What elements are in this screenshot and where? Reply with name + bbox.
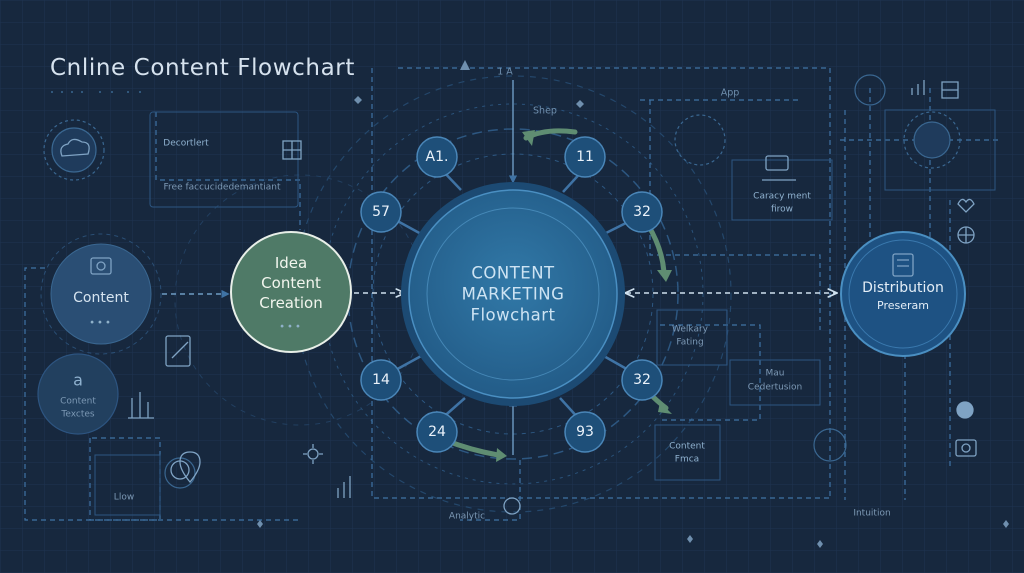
number-node-label: 32	[633, 204, 651, 220]
capacity-label-2: firow	[770, 204, 794, 215]
number-node-circle[interactable]	[416, 411, 458, 453]
idea-node-dots: •••	[279, 321, 303, 333]
number-node-circle[interactable]	[621, 191, 663, 233]
welkary-label-1: Welkary	[671, 324, 709, 335]
number-node-label: A1.	[425, 149, 449, 165]
content-node-dots: •••	[89, 317, 113, 329]
welkary-label-2: Fating	[676, 337, 704, 348]
content-tracks-label-1: Content	[60, 396, 96, 407]
number-node-circle[interactable]	[621, 359, 663, 401]
capacity-label-1: Caracy ment	[753, 191, 811, 202]
center-node[interactable]	[401, 182, 625, 406]
top-label: 1 A	[497, 66, 513, 78]
number-node-label: 93	[576, 424, 594, 440]
number-node-circle[interactable]	[360, 359, 402, 401]
content-fmca-label-1: Content	[669, 441, 705, 452]
idea-node[interactable]	[230, 231, 352, 353]
content-node[interactable]	[40, 233, 162, 355]
number-node-label: 11	[576, 149, 594, 165]
content-fmca-label-2: Fmca	[674, 454, 700, 465]
main-arrows	[162, 80, 836, 455]
shop-label: Shep	[533, 105, 557, 117]
number-node-label: 32	[633, 372, 651, 388]
text-a-icon: a	[73, 370, 83, 390]
law-label: Llow	[113, 492, 135, 503]
app-label: App	[720, 87, 740, 99]
cloud-chat-icon	[43, 119, 105, 181]
page-title: Cnline Content Flowchart	[50, 55, 355, 81]
number-node-label: 14	[372, 372, 390, 388]
decorlet-label: Decortlert	[163, 138, 209, 149]
content-tracks-label-2: Texctes	[61, 409, 95, 420]
distribution-node[interactable]	[840, 231, 966, 357]
number-node-label: 24	[428, 424, 446, 440]
number-node-circle[interactable]	[360, 191, 402, 233]
decor-icons	[60, 80, 977, 515]
free-text-label: Free faccucidedemantiant	[163, 182, 281, 193]
number-node-circle[interactable]	[564, 136, 606, 178]
mau-label-1: Mau	[765, 368, 785, 379]
mau-label-2: Cedertusion	[747, 382, 803, 393]
number-node-circle[interactable]	[564, 411, 606, 453]
intuition-label: Intuition	[853, 508, 891, 519]
number-node-circle[interactable]	[416, 136, 458, 178]
content-node-label: Content	[73, 290, 129, 306]
number-node-label: 57	[372, 204, 390, 220]
center-node-label: CONTENT MARKETING Flowchart	[461, 263, 565, 325]
idea-node-label: Idea Content Creation	[259, 254, 323, 312]
distribution-node-label: Distribution Preseram	[862, 280, 944, 312]
analytic-label: Analytic	[448, 511, 486, 522]
